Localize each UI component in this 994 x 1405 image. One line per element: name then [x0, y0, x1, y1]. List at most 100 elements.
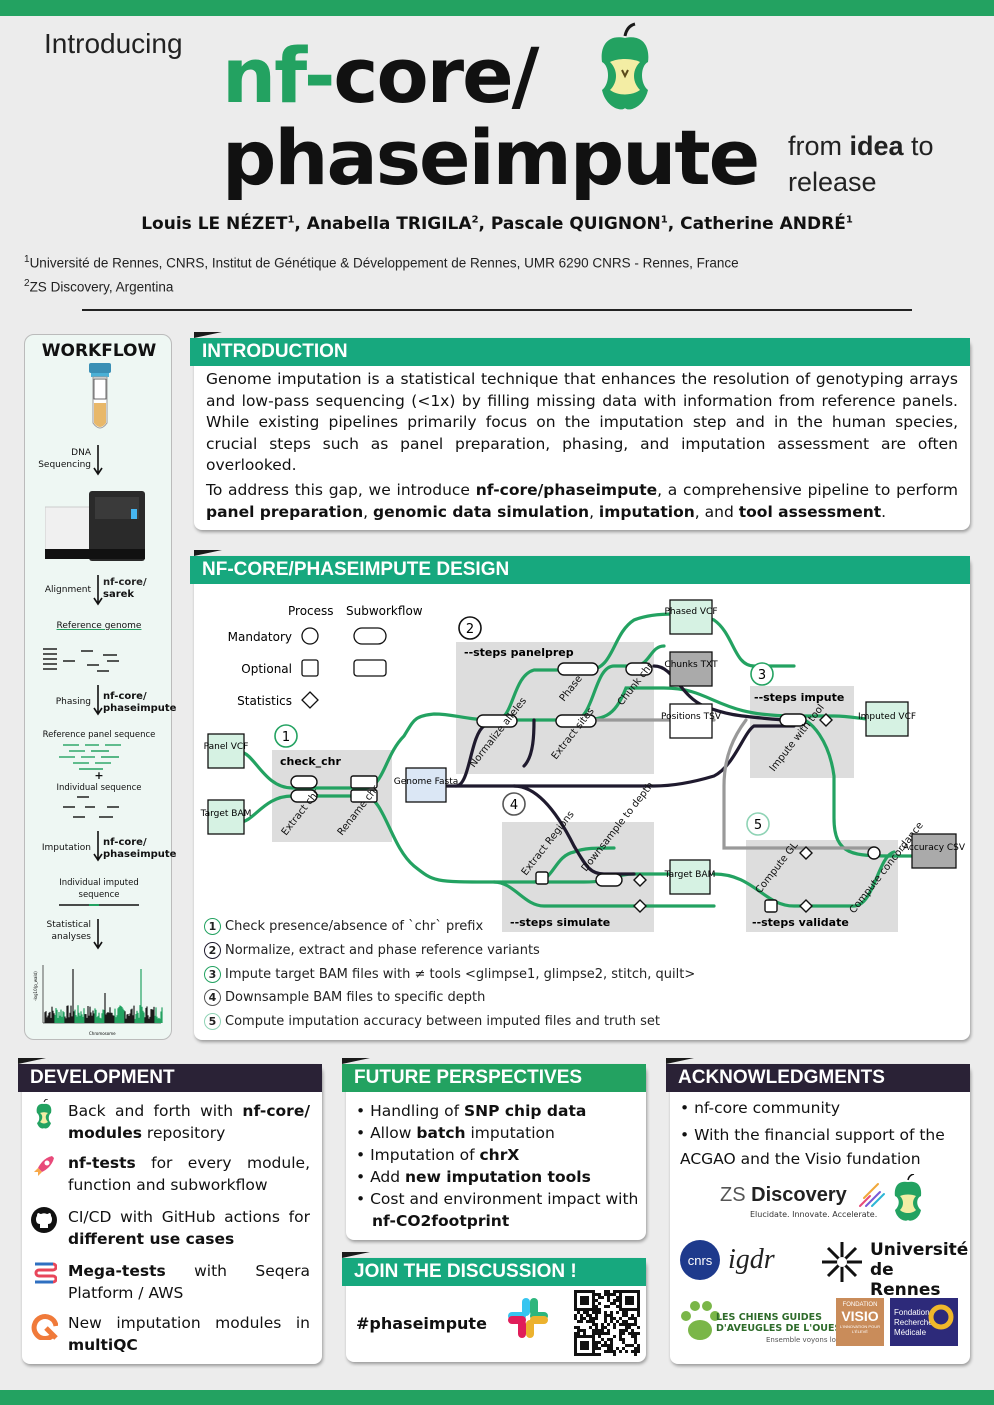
zs-logo: ZS Discovery [720, 1184, 847, 1207]
step-1-num: 1 [282, 730, 290, 745]
validate-label: --steps validate [752, 916, 849, 929]
panelprep-box [456, 642, 654, 774]
step-legend-text: Compute imputation accuracy between impu… [225, 1014, 660, 1029]
qr-module [583, 1317, 586, 1320]
dev-b: Mega-tests [68, 1262, 166, 1280]
step-5-circle [746, 812, 770, 836]
step-legend-num: 5 [204, 1013, 221, 1030]
panel-haplotypes-icon [59, 744, 121, 770]
qr-module [586, 1344, 589, 1347]
panelprep-label: --steps panelprep [464, 646, 574, 659]
qr-module [604, 1290, 607, 1293]
compute-gl-node [764, 899, 778, 913]
qr-module [574, 1296, 577, 1299]
pi-b: phaseimpute [103, 703, 177, 714]
dev-a: CI/CD with GitHub actions for [68, 1208, 310, 1226]
p2-e: , [363, 502, 373, 521]
qr-module [574, 1350, 577, 1353]
imputed-vcf-label: Imputed VCF [858, 712, 916, 722]
qr-module [589, 1320, 592, 1323]
step-legend-num: 2 [204, 942, 221, 959]
arrow-down-icon [93, 575, 103, 606]
qr-module [592, 1296, 595, 1299]
step-legend-text: Downsample BAM files to specific depth [225, 990, 486, 1005]
alignment-label: Alignment [44, 585, 91, 595]
qr-module [598, 1293, 601, 1296]
qr-module [574, 1335, 577, 1338]
qr-module [598, 1341, 601, 1344]
qr-module [634, 1320, 637, 1323]
impute-box [750, 686, 854, 778]
intro-paragraph-2: To address this gap, we introduce nf-cor… [206, 480, 958, 523]
affil-text: Université de Rennes, CNRS, Institut de … [29, 255, 739, 271]
qr-module [580, 1329, 583, 1332]
rename-chr-node-a [350, 775, 378, 789]
qr-module [637, 1311, 640, 1314]
author-sup: 1 [845, 214, 853, 226]
imputed-vcf-file: Imputed VCF [858, 701, 916, 737]
qr-module [610, 1302, 613, 1305]
hashtag[interactable]: #phaseimpute [356, 1314, 487, 1333]
qr-module [601, 1323, 604, 1326]
dev-item-nftests: nf-tests for every module, function and … [30, 1152, 310, 1196]
affiliation-2: 2ZS Discovery, Argentina [24, 274, 739, 298]
step-3-num: 3 [758, 668, 766, 683]
qr-module [607, 1314, 610, 1317]
qr-module [595, 1332, 598, 1335]
qr-module [574, 1338, 577, 1341]
authors-line: Louis LE NÉZET1, Anabella TRIGILA2, Pasc… [141, 214, 853, 234]
impute-label: --steps impute [754, 691, 844, 704]
slack-icon[interactable] [506, 1296, 550, 1340]
qr-module [634, 1290, 637, 1293]
fb: new imputation tools [405, 1168, 591, 1186]
qr-module [580, 1344, 583, 1347]
accuracy-csv-file: Accuracy CSV [903, 833, 966, 869]
affil-text: ZS Discovery, Argentina [29, 279, 174, 294]
manhattan-y-label: -log10(p_wald) [33, 971, 38, 1001]
stats-label: Statistical analyses [46, 920, 91, 942]
join-panel: JOIN THE DISCUSSION ! #phaseimpute [342, 1252, 646, 1362]
ack-item: • With the financial support of the ACGA… [680, 1126, 945, 1168]
qr-module [610, 1338, 613, 1341]
qr-module [583, 1353, 586, 1356]
qr-module [595, 1308, 598, 1311]
qr-module [574, 1332, 577, 1335]
qr-module [574, 1317, 577, 1320]
validate-stat-b [799, 899, 813, 913]
intro-paragraph-1: Genome imputation is a statistical techn… [206, 370, 958, 474]
qr-module [616, 1305, 619, 1308]
qr-module [592, 1293, 595, 1296]
fa: Imputation of [370, 1146, 480, 1164]
qr-module [583, 1341, 586, 1344]
p2-g: , [589, 502, 599, 521]
qr-module [574, 1290, 577, 1293]
visio-b: VISIO [841, 1308, 879, 1324]
qr-module [595, 1323, 598, 1326]
dev-item-multiqc: New imputation modules in multiQC [30, 1312, 310, 1356]
imputed-seq-label: Individual imputed sequence [59, 878, 139, 900]
qr-module [625, 1323, 628, 1326]
qr-code-icon[interactable] [574, 1290, 640, 1356]
qr-module [622, 1329, 625, 1332]
release-text: release [788, 167, 877, 197]
qr-module [604, 1305, 607, 1308]
ref-panel-label: Reference panel sequence [42, 730, 156, 740]
igdr-logo: igdr [728, 1244, 775, 1275]
qr-module [634, 1353, 637, 1356]
frm-a: Fondation [894, 1308, 930, 1317]
qr-module [610, 1341, 613, 1344]
step-5-num: 5 [754, 818, 762, 833]
qr-module [625, 1299, 628, 1302]
qr-module [613, 1299, 616, 1302]
qr-module [619, 1335, 622, 1338]
dev-b: nf-tests [68, 1154, 136, 1172]
qr-module [592, 1341, 595, 1344]
legend-process-optional [301, 659, 319, 677]
development-panel: DEVELOPMENT Back and forth with nf-core/… [18, 1058, 322, 1364]
qr-module [607, 1338, 610, 1341]
qr-module [616, 1320, 619, 1323]
join-title: JOIN THE DISCUSSION ! [342, 1258, 646, 1286]
